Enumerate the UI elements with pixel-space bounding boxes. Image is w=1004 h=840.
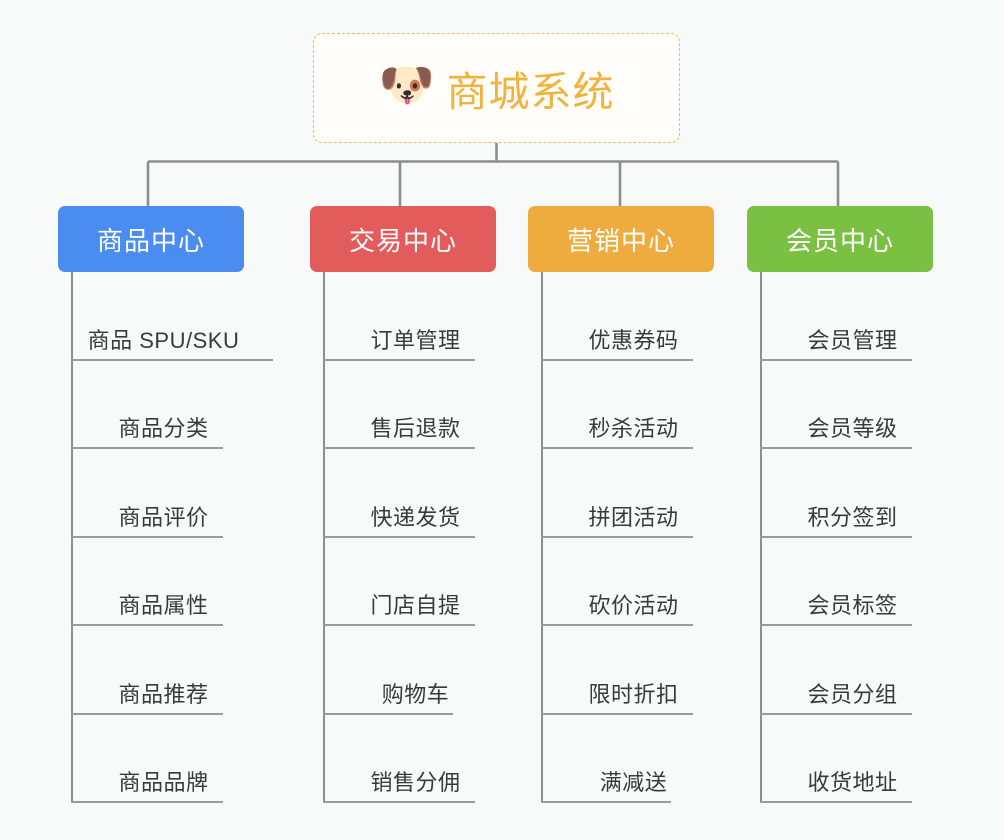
leaf-item[interactable]: 商品推荐 [71,626,244,715]
leaf-list-product-center: 商品 SPU/SKU 商品分类商品评价商品属性商品推荐商品品牌 [58,272,273,803]
leaf-item[interactable]: 收货地址 [760,715,933,803]
category-column-trade-center: 交易中心订单管理售后退款快递发货门店自提购物车销售分佣 [310,206,496,803]
leaf-item[interactable]: 商品属性 [71,538,244,626]
leaf-underline [323,535,475,538]
leaf-item-label: 门店自提 [370,593,461,618]
category-header-marketing-center[interactable]: 营销中心 [528,206,714,272]
leaf-underline [541,535,693,538]
category-header-member-center[interactable]: 会员中心 [747,206,933,272]
leaf-item-label: 会员标签 [807,593,898,618]
leaf-item-label: 会员分组 [807,681,898,707]
category-column-member-center: 会员中心会员管理会员等级积分签到会员标签会员分组收货地址 [747,206,933,803]
leaf-item-label: 商品品牌 [118,770,209,795]
leaf-underline [71,801,223,803]
leaf-item-label: 订单管理 [370,327,461,353]
leaf-item-label: 购物车 [381,681,450,707]
leaf-underline [760,624,912,626]
leaf-underline [541,801,671,803]
leaf-underline [71,624,223,626]
leaf-underline [323,358,475,361]
leaf-underline [323,624,475,626]
leaf-item[interactable]: 拼团活动 [541,449,714,538]
branch-trunk-line [323,272,326,803]
leaf-item[interactable]: 会员标签 [760,538,933,626]
leaf-item-label: 满减送 [599,770,668,795]
leaf-item[interactable]: 销售分佣 [323,715,496,803]
leaf-item[interactable]: 秒杀活动 [541,361,714,449]
leaf-item[interactable]: 商品评价 [71,449,244,538]
category-header-product-center[interactable]: 商品中心 [58,206,244,272]
leaf-underline [541,624,693,626]
leaf-item[interactable]: 限时折扣 [541,626,714,715]
leaf-item[interactable]: 订单管理 [323,272,496,361]
leaf-item-label: 售后退款 [370,416,461,441]
leaf-item[interactable]: 商品 SPU/SKU [71,272,273,361]
leaf-item-label: 秒杀活动 [588,416,679,441]
category-header-label: 会员中心 [785,225,894,256]
leaf-underline [541,447,693,449]
leaf-underline [71,712,223,715]
leaf-list-member-center: 会员管理会员等级积分签到会员标签会员分组收货地址 [747,272,933,803]
leaf-item[interactable]: 满减送 [541,715,714,803]
leaf-item-label: 会员等级 [807,416,898,441]
leaf-item-label: 限时折扣 [588,681,679,707]
category-header-label: 营销中心 [566,225,675,256]
leaf-underline [760,535,912,538]
leaf-item-label: 商品 SPU/SKU [87,327,240,353]
leaf-item[interactable]: 会员管理 [760,272,933,361]
leaf-item-label: 商品推荐 [118,681,209,707]
leaf-item[interactable]: 售后退款 [323,361,496,449]
leaf-underline [323,801,475,803]
category-header-trade-center[interactable]: 交易中心 [310,206,496,272]
category-column-product-center: 商品中心商品 SPU/SKU 商品分类商品评价商品属性商品推荐商品品牌 [58,206,273,803]
leaf-list-trade-center: 订单管理售后退款快递发货门店自提购物车销售分佣 [310,272,496,803]
leaf-item-label: 砍价活动 [588,593,679,618]
leaf-underline [71,447,223,449]
leaf-list-marketing-center: 优惠券码秒杀活动拼团活动砍价活动限时折扣满减送 [528,272,714,803]
leaf-underline [760,447,912,449]
leaf-underline [760,801,912,803]
leaf-underline [71,358,273,361]
leaf-item-label: 积分签到 [807,504,898,530]
leaf-item[interactable]: 优惠券码 [541,272,714,361]
leaf-underline [541,358,693,361]
root-node[interactable]: 🐶 商城系统 [313,33,680,143]
category-header-label: 交易中心 [348,225,457,256]
shiba-dog-face-icon: 🐶 [378,59,435,110]
leaf-item-label: 商品分类 [118,416,209,441]
leaf-item[interactable]: 商品分类 [71,361,244,449]
leaf-item[interactable]: 门店自提 [323,538,496,626]
leaf-item[interactable]: 会员等级 [760,361,933,449]
leaf-item[interactable]: 会员分组 [760,626,933,715]
leaf-underline [760,712,912,715]
branch-trunk-line [71,272,74,803]
root-title: 商城系统 [446,69,615,115]
leaf-underline [71,535,223,538]
leaf-item-label: 商品评价 [118,504,209,530]
leaf-item[interactable]: 购物车 [323,626,496,715]
leaf-underline [760,358,912,361]
leaf-item-label: 销售分佣 [370,770,461,795]
leaf-item[interactable]: 积分签到 [760,449,933,538]
leaf-underline [323,447,475,449]
leaf-item-label: 会员管理 [807,327,898,353]
leaf-item-label: 拼团活动 [588,504,679,530]
leaf-underline [541,712,693,715]
branch-trunk-line [541,272,544,803]
leaf-item[interactable]: 快递发货 [323,449,496,538]
branch-trunk-line [760,272,763,803]
leaf-underline [323,712,453,715]
leaf-item[interactable]: 商品品牌 [71,715,244,803]
leaf-item-label: 优惠券码 [588,327,679,353]
leaf-item[interactable]: 砍价活动 [541,538,714,626]
category-header-label: 商品中心 [96,225,205,256]
leaf-item-label: 收货地址 [807,770,898,795]
leaf-item-label: 商品属性 [118,593,209,618]
leaf-item-label: 快递发货 [370,504,461,530]
category-column-marketing-center: 营销中心优惠券码秒杀活动拼团活动砍价活动限时折扣满减送 [528,206,714,803]
